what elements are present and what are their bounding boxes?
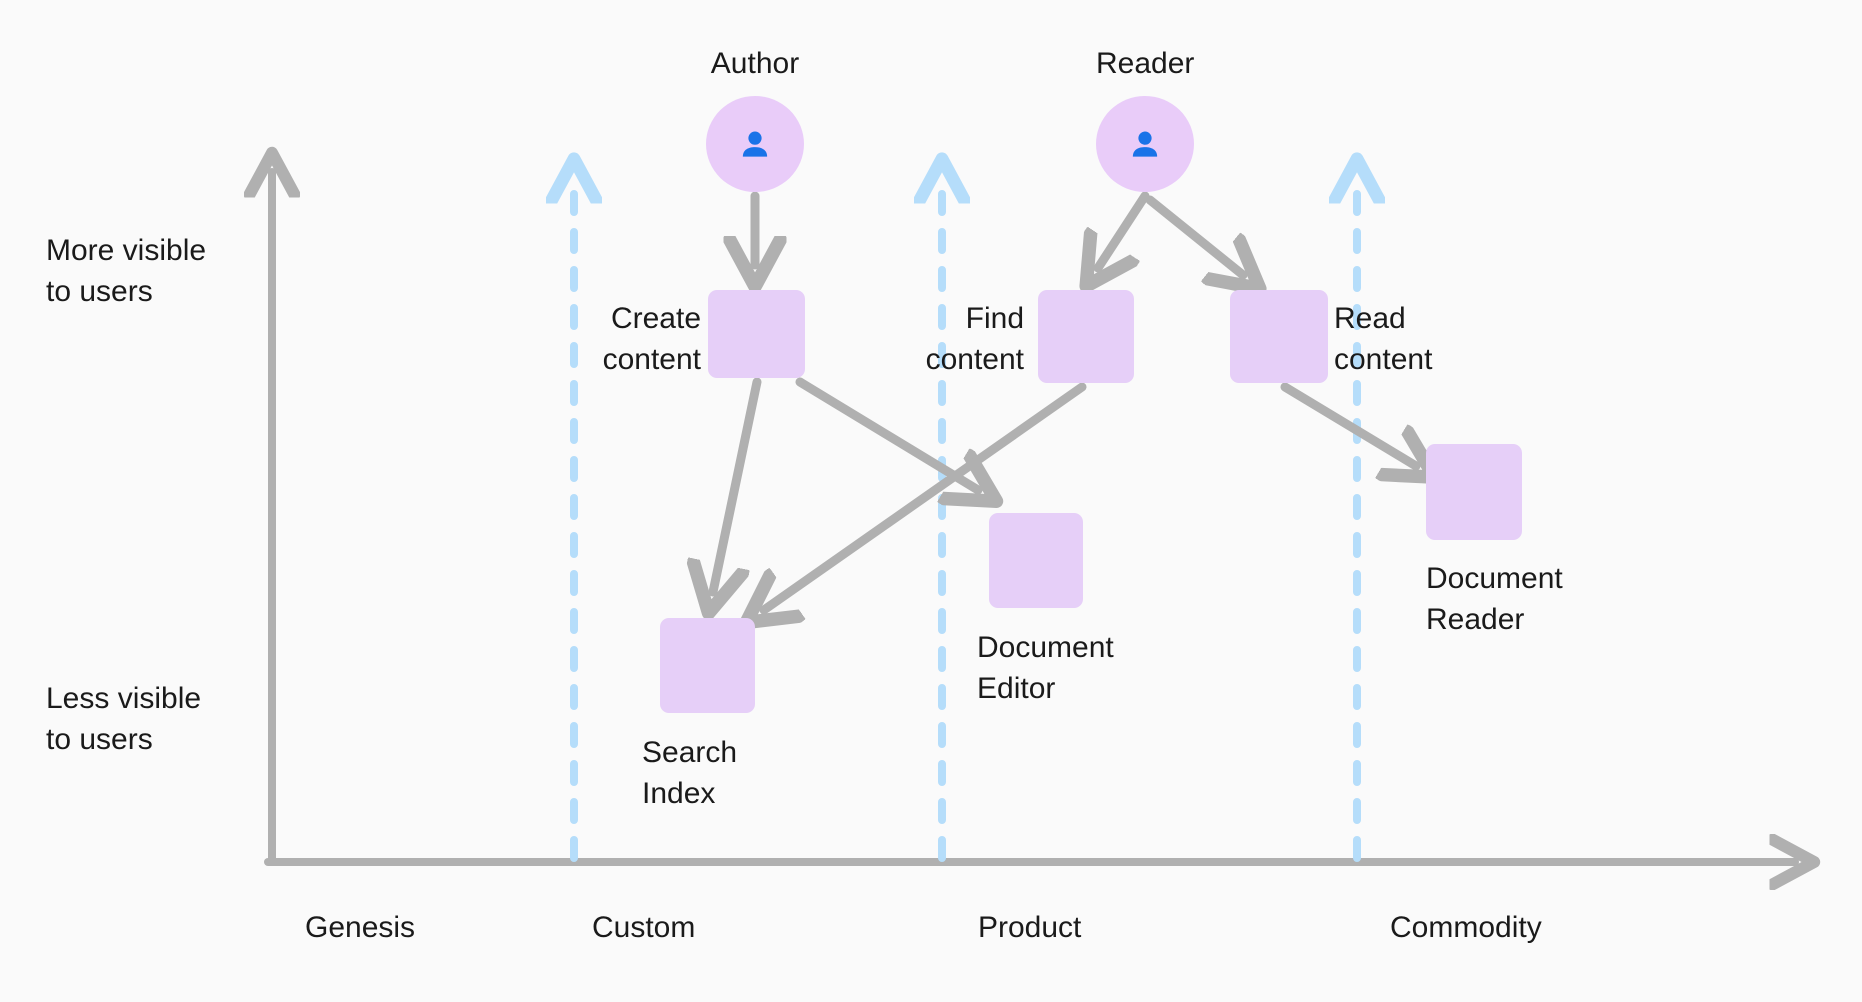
stage-label-product: Product [978, 911, 1082, 944]
node-label-document-reader: Document Reader [1426, 562, 1563, 636]
link-reader-to-find-content [1098, 191, 1150, 268]
node-create-content[interactable] [708, 290, 805, 378]
node-search-index[interactable] [660, 618, 755, 713]
y-axis-top-label: More visible to users [46, 234, 207, 308]
stage-label-commodity: Commodity [1390, 911, 1542, 944]
node-label-find-content: Find content [925, 302, 1024, 376]
node-label-create-content: Create content [602, 302, 701, 376]
actor-label-author: Author [710, 47, 800, 80]
link-create-content-to-search-index [713, 377, 762, 592]
link-reader-to-read-content [1145, 195, 1243, 275]
actor-avatar-reader[interactable] [1096, 96, 1194, 192]
y-axis-bottom-label: Less visible to users [46, 682, 202, 756]
stage-label-custom: Custom [592, 911, 696, 944]
stage-label-genesis: Genesis [305, 911, 416, 944]
link-read-content-to-document-reader [1280, 382, 1416, 466]
link-find-content-to-search-index [764, 382, 1087, 610]
node-document-editor[interactable] [989, 513, 1083, 608]
node-label-document-editor: Document Editor [977, 631, 1114, 705]
user-icon [1127, 126, 1163, 162]
node-label-search-index: Search Index [642, 736, 738, 810]
node-read-content[interactable] [1230, 290, 1328, 383]
actor-avatar-author[interactable] [706, 96, 804, 192]
actor-label-reader: Reader [1096, 47, 1195, 80]
node-document-reader[interactable] [1426, 444, 1522, 540]
node-find-content[interactable] [1038, 290, 1134, 383]
link-create-content-to-document-editor [795, 377, 978, 490]
user-icon [737, 126, 773, 162]
node-label-read-content: Read content [1334, 302, 1433, 376]
